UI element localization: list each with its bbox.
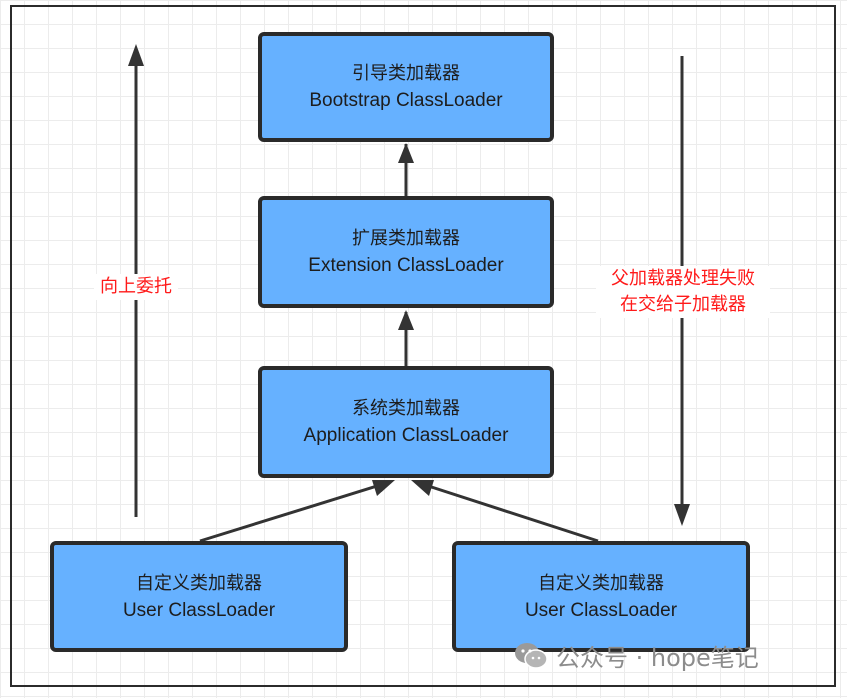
up-delegate-label: 向上委托 [94, 274, 178, 300]
bootstrap-classloader-box: 引导类加载器 Bootstrap ClassLoader [258, 32, 554, 142]
extension-zh-label: 扩展类加载器 [352, 228, 460, 249]
bootstrap-en-label: Bootstrap ClassLoader [309, 90, 503, 111]
user-left-en-label: User ClassLoader [122, 599, 276, 621]
down-fallback-line1: 父加载器处理失败 [611, 268, 755, 289]
user-right-zh-label: 自定义类加载器 [538, 572, 664, 594]
arrow-user-left-to-application [199, 480, 391, 543]
extension-en-label: Extension ClassLoader [308, 255, 504, 276]
up-delegate-text: 向上委托 [100, 276, 172, 297]
wechat-icon [515, 642, 548, 669]
application-en-label: Application ClassLoader [303, 425, 509, 446]
diagram-frame [10, 5, 836, 687]
user-classloader-right-box: 自定义类加载器 User ClassLoader [452, 541, 750, 652]
user-left-zh-label: 自定义类加载器 [136, 572, 262, 594]
extension-classloader-box: 扩展类加载器 Extension ClassLoader [258, 196, 554, 308]
application-zh-label: 系统类加载器 [352, 398, 460, 419]
down-fallback-label: 父加载器处理失败 在交给子加载器 [596, 266, 770, 318]
watermark-text: 公众号 · hope笔记 [556, 644, 759, 672]
down-fallback-line2: 在交给子加载器 [620, 294, 746, 315]
arrow-user-right-to-application [415, 480, 599, 543]
bootstrap-zh-label: 引导类加载器 [352, 63, 460, 84]
application-classloader-box: 系统类加载器 Application ClassLoader [258, 366, 554, 478]
watermark: 公众号 · hope笔记 [514, 638, 759, 673]
user-right-en-label: User ClassLoader [524, 599, 678, 621]
user-classloader-left-box: 自定义类加载器 User ClassLoader [50, 541, 348, 652]
